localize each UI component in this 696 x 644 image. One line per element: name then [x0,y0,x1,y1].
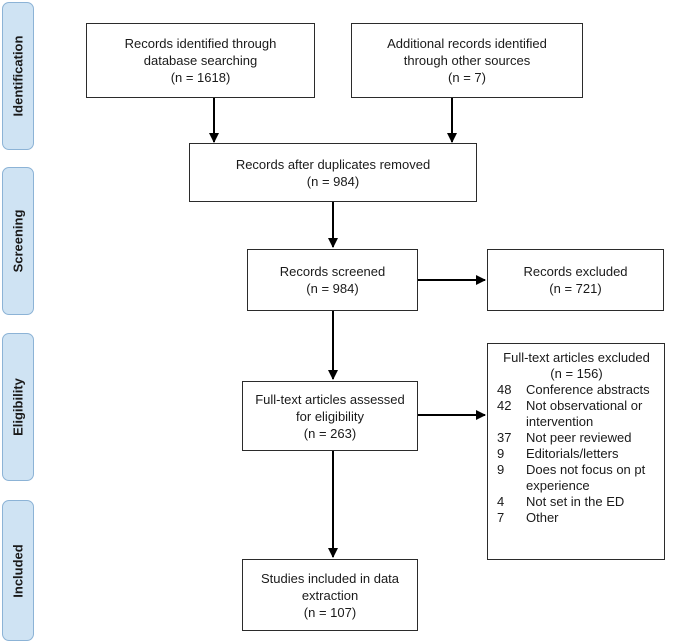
box-count: (n = 263) [303,425,357,441]
phase-eligibility: Eligibility [2,333,34,481]
box-count: (n = 984) [306,173,360,189]
exclusion-reason: 4 Not set in the ED [497,494,656,510]
box-text: Additional records identified [387,36,547,51]
reason-count: 7 [497,510,505,525]
reason-text-continued: intervention [526,414,594,429]
exclusion-reason: 9 Does not focus on pt experience [497,462,656,494]
phase-identification: Identification [2,2,34,150]
reason-text: Does not focus on pt [526,462,646,477]
box-count: (n = 107) [303,604,357,620]
box-count: (n = 7) [448,70,486,85]
box-text: through other sources [403,53,531,68]
reason-text: Not set in the ED [526,494,625,509]
box-count: (n = 984) [306,281,359,296]
reason-text-continued: experience [526,478,590,493]
reason-count: 4 [497,494,505,509]
reason-count: 9 [497,446,505,461]
reason-text: Conference abstracts [526,382,650,397]
box-fulltext-excluded: Full-text articles excluded (n = 156) 48… [487,343,665,560]
box-records-excluded: Records excluded (n = 721) [487,249,664,311]
box-database-searching: Records identified through database sear… [86,23,315,98]
box-text: Studies included in data [260,570,400,586]
reason-text: Editorials/letters [526,446,619,461]
exclusion-reason: 42 Not observational or intervention [497,398,656,430]
box-count: (n = 721) [549,281,602,296]
excluded-title: Full-text articles excluded [503,350,650,365]
box-text: for eligibility [296,408,364,424]
reason-count: 48 [497,382,512,397]
phase-screening: Screening [2,167,34,315]
box-text: Records screened [279,264,386,279]
reason-text: Other [526,510,559,525]
box-text: Records identified through [124,36,277,51]
box-text: Full-text articles assessed [255,391,405,407]
phase-included: Included [2,500,34,641]
box-text: Records after duplicates removed [235,156,431,172]
reason-text: Not observational or [526,398,643,413]
box-studies-included: Studies included in data extraction (n =… [242,559,418,631]
excluded-count: (n = 156) [550,366,603,381]
box-records-screened: Records screened (n = 984) [247,249,418,311]
box-after-duplicates: Records after duplicates removed (n = 98… [189,143,477,202]
exclusion-reason: 7 Other [497,510,656,526]
box-text: extraction [301,587,359,603]
reason-count: 37 [497,430,512,445]
box-fulltext-assessed: Full-text articles assessed for eligibil… [242,381,418,451]
exclusion-reason: 48 Conference abstracts [497,382,656,398]
reason-count: 42 [497,398,512,413]
exclusion-reason: 37 Not peer reviewed [497,430,656,446]
box-text: database searching [143,53,258,68]
box-other-sources: Additional records identified through ot… [351,23,583,98]
reason-count: 9 [497,462,505,477]
exclusion-reason: 9 Editorials/letters [497,446,656,462]
reason-text: Not peer reviewed [526,430,632,445]
box-count: (n = 1618) [170,70,231,85]
box-text: Records excluded [523,264,628,279]
